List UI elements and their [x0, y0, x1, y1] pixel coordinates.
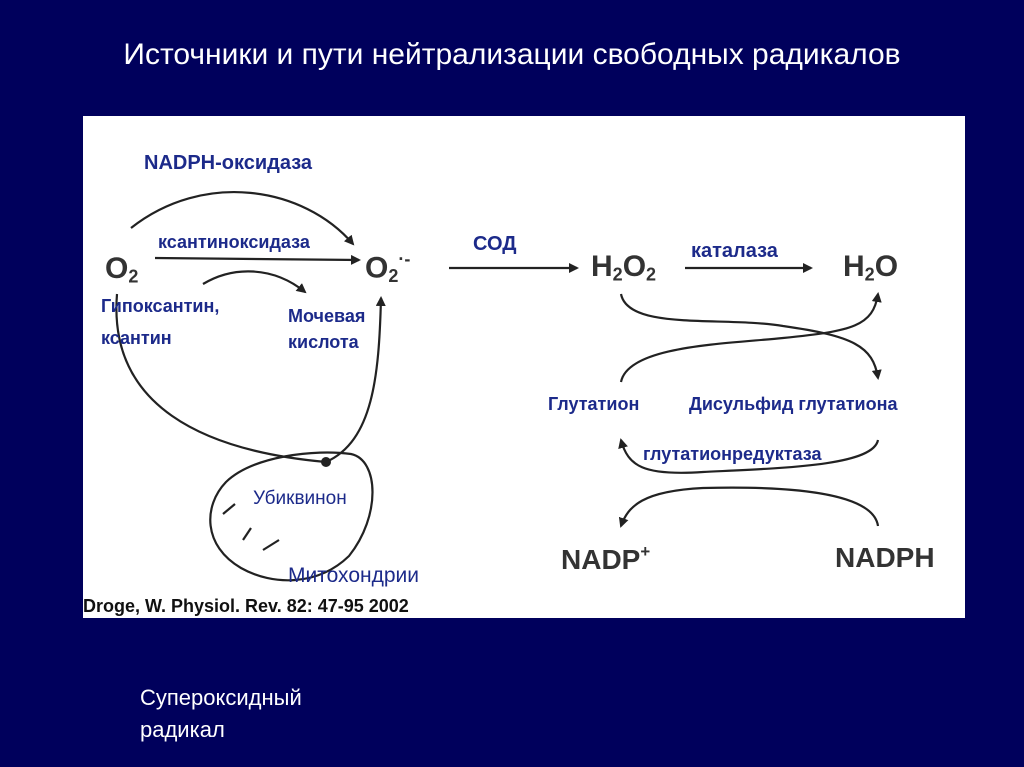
caption: Супероксидный радикал — [140, 682, 380, 746]
caption-line-2: радикал — [140, 714, 380, 746]
crista-3 — [263, 540, 279, 550]
nadph-to-nadp-arrow — [621, 488, 878, 526]
caption-line-1: Супероксидный — [140, 682, 380, 714]
mitochondrion-outline — [210, 452, 372, 580]
h2o2-formula: H2O2 — [591, 252, 656, 284]
ubiquinone-label: Убиквинон — [253, 488, 347, 510]
xanthine-oxidase-label: ксантиноксидаза — [158, 232, 310, 253]
crista-2 — [243, 528, 251, 540]
crista-1 — [223, 504, 235, 514]
xanthine-label: ксантин — [101, 328, 172, 349]
nadp-formula: NADP+ — [561, 544, 650, 574]
superoxide-formula: O2·- — [365, 250, 410, 285]
hypoxanthine-label: Гипоксантин, — [101, 296, 219, 317]
glutathione-reductase-label: глутатионредуктаза — [643, 444, 822, 465]
uric-acid-label-line2: кислота — [288, 332, 359, 353]
junction-dot — [321, 457, 331, 467]
citation: Droge, W. Physiol. Rev. 82: 47-95 2002 — [83, 596, 409, 617]
nadph-formula: NADPH — [835, 544, 935, 572]
diagram-panel: NADPH-оксидаза ксантиноксидаза СОД катал… — [83, 116, 965, 618]
h2o-formula: H2O — [843, 252, 898, 284]
glutathione-disulfide-label: Дисульфид глутатиона — [689, 394, 897, 415]
catalase-label: каталаза — [691, 240, 778, 263]
uric-acid-label-line1: Мочевая — [288, 306, 365, 327]
uric-acid-arrow — [203, 271, 305, 292]
mitochondria-label: Митохондрии — [288, 564, 419, 588]
slide-title: Источники и пути нейтрализации свободных… — [0, 38, 1024, 72]
h2o2-to-disulfide-arrow — [621, 294, 878, 378]
glutathione-label: Глутатион — [548, 394, 639, 415]
sod-label: СОД — [473, 233, 517, 256]
pathway-arrows — [83, 116, 965, 618]
nadph-oxidase-label: NADPH-оксидаза — [144, 152, 312, 175]
xanthine-oxidase-arrow — [155, 258, 359, 260]
o2-formula: O2 — [105, 254, 138, 286]
